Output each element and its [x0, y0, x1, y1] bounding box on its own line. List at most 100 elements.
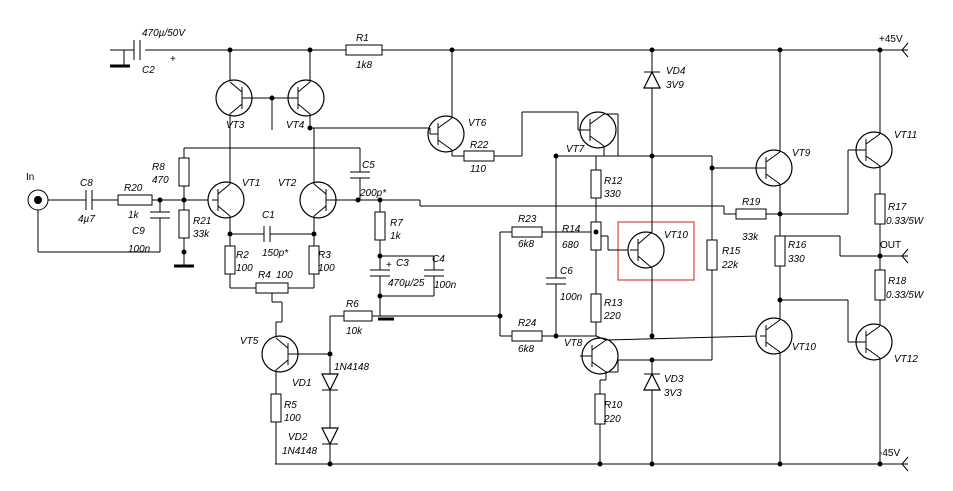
C5-capacitor: C5 200p* [350, 148, 387, 200]
VT3-transistor: VT3 [215, 79, 272, 131]
C8-capacitor: C8 4µ7 [78, 178, 118, 225]
svg-text:R12: R12 [604, 176, 623, 187]
svg-text:33k: 33k [193, 229, 210, 240]
svg-text:R20: R20 [124, 183, 143, 194]
R14-trimmer: R14 680 [562, 221, 609, 294]
VT7-transistor: VT7 [566, 111, 617, 155]
C2-value: 470µ/50V [142, 28, 186, 39]
R1-resistor: R1 1k8 [345, 33, 383, 71]
output-node: OUT [780, 235, 909, 264]
VT9-transistor: VT9 [712, 148, 811, 187]
svg-text:VT11: VT11 [894, 130, 917, 141]
svg-text:R22: R22 [470, 140, 489, 151]
C1-capacitor: C1 150p* [230, 210, 314, 259]
svg-text:VT7: VT7 [566, 144, 585, 155]
VD2-diode: VD2 1N4148 [282, 427, 339, 464]
R3-resistor: R3 100 [308, 234, 335, 288]
C2-label: C2 [142, 65, 155, 76]
svg-text:R6: R6 [346, 299, 359, 310]
svg-text:470: 470 [152, 175, 169, 186]
svg-text:4µ7: 4µ7 [78, 214, 95, 225]
C4-capacitor: C4 100n [380, 254, 457, 297]
svg-text:R23: R23 [518, 214, 537, 225]
VD3-diode: VD3 3V3 [643, 360, 684, 464]
R4-trimmer: R4 100 [230, 270, 314, 344]
svg-text:330: 330 [604, 189, 621, 200]
svg-text:C3: C3 [396, 258, 409, 269]
pos-rail-label: +45V [879, 34, 903, 45]
svg-text:C5: C5 [362, 160, 375, 171]
svg-text:OUT: OUT [880, 240, 901, 251]
svg-text:330: 330 [788, 254, 805, 265]
C3-capacitor: + C3 470µ/25 [370, 258, 425, 316]
svg-text:R13: R13 [604, 298, 623, 309]
svg-text:In: In [26, 172, 34, 183]
svg-text:VT4: VT4 [286, 120, 305, 131]
svg-text:VT9: VT9 [792, 148, 811, 159]
svg-text:R8: R8 [152, 162, 165, 173]
svg-text:200p*: 200p* [359, 188, 387, 199]
svg-text:VT3: VT3 [226, 120, 245, 131]
R18-resistor: R18 0.33/5W [874, 256, 925, 326]
svg-text:R14: R14 [562, 224, 581, 235]
R17-resistor: R17 0.33/5W [874, 193, 925, 270]
svg-text:1k8: 1k8 [356, 60, 373, 71]
svg-text:VT10: VT10 [792, 342, 816, 353]
negative-rail: -45V [275, 448, 909, 472]
R22-resistor: R22 110 [463, 111, 579, 175]
R8-resistor: R8 470 [152, 148, 190, 210]
svg-text:100n: 100n [128, 244, 151, 255]
svg-text:33k: 33k [742, 232, 759, 243]
R6-resistor: R6 10k [330, 299, 373, 337]
svg-text:R7: R7 [390, 218, 403, 229]
R5-resistor: R5 100 [270, 393, 301, 464]
svg-text:C6: C6 [560, 266, 573, 277]
svg-text:110: 110 [470, 164, 486, 175]
svg-text:VT1: VT1 [242, 178, 260, 189]
input-jack: In [26, 172, 160, 253]
svg-text:VD4: VD4 [666, 66, 686, 77]
svg-text:0.33/5W: 0.33/5W [886, 216, 925, 227]
svg-text:R5: R5 [284, 400, 297, 411]
svg-text:220: 220 [603, 311, 621, 322]
svg-text:VT5: VT5 [240, 336, 259, 347]
svg-text:0.33/5W: 0.33/5W [886, 290, 925, 301]
svg-text:22k: 22k [721, 260, 739, 271]
svg-text:VD3: VD3 [664, 374, 684, 385]
VT1-transistor: VT1 [207, 178, 260, 219]
svg-text:+: + [170, 54, 176, 65]
neg-rail-label: -45V [879, 448, 900, 459]
svg-text:C1: C1 [262, 210, 275, 221]
svg-text:VD2: VD2 [288, 432, 308, 443]
svg-text:R4: R4 [258, 270, 271, 281]
R7-resistor: R7 1k [374, 200, 403, 262]
VD1-diode: VD1 1N4148 [292, 362, 369, 428]
VT10-highlight-box [617, 221, 695, 281]
svg-text:1k: 1k [390, 231, 402, 242]
R13-resistor: R13 220 [590, 293, 623, 336]
svg-text:150p*: 150p* [262, 248, 289, 259]
svg-text:100n: 100n [560, 292, 583, 303]
R21-resistor: R21 33k [174, 209, 211, 268]
svg-text:3V9: 3V9 [666, 80, 684, 91]
svg-text:1N4148: 1N4148 [334, 362, 369, 373]
svg-text:470µ/25: 470µ/25 [388, 278, 425, 289]
svg-text:6k8: 6k8 [518, 239, 535, 250]
R15-resistor: R15 22k [618, 156, 741, 361]
C6-capacitor: C6 100n [546, 266, 583, 336]
R2-resistor: R2 100 [224, 234, 253, 288]
svg-text:VT6: VT6 [468, 118, 487, 129]
VT2-transistor: VT2 [278, 178, 337, 219]
svg-text:R18: R18 [888, 276, 907, 287]
svg-text:R21: R21 [193, 216, 211, 227]
R16-resistor: R16 330 [774, 235, 807, 320]
svg-text:VT10: VT10 [664, 230, 688, 241]
VT4-transistor: VT4 [272, 79, 325, 131]
svg-text:C4: C4 [432, 254, 445, 265]
R10-resistor: R10 220 [594, 393, 623, 464]
svg-text:VT2: VT2 [278, 178, 297, 189]
svg-text:+: + [386, 260, 392, 271]
svg-text:220: 220 [603, 414, 621, 425]
svg-text:100: 100 [236, 263, 253, 274]
